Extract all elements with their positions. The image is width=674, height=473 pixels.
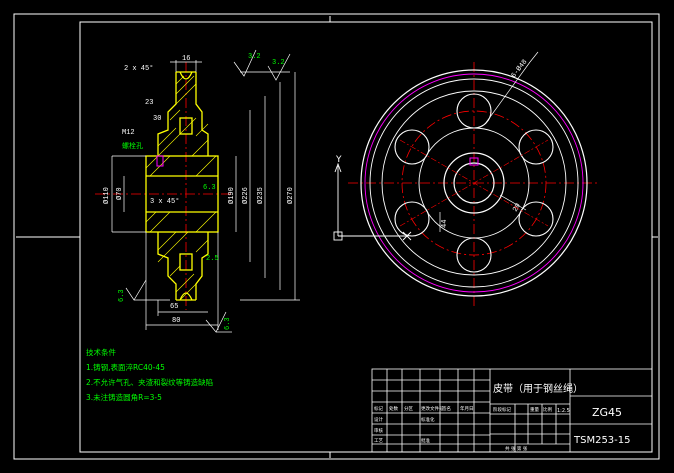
hole-1 (456, 93, 492, 129)
front-keyway (469, 157, 479, 166)
dim-d226: Ø226 (241, 187, 250, 204)
bore-circle (453, 162, 495, 204)
radial-centerlines (399, 139, 549, 227)
keyway-mark (156, 155, 164, 167)
dimension-lines (111, 49, 300, 333)
hole-6 (394, 129, 430, 165)
section-outline (145, 71, 219, 301)
section-hatching (145, 75, 217, 301)
tech-req-line1: 1.铸钢,表面淬RC40-45 (86, 362, 165, 372)
front-dimension-text: 6-Ø48 44 20 (441, 58, 529, 228)
dim-thread-note: 螺栓孔 (122, 141, 143, 151)
dim-d70: Ø70 (115, 187, 124, 200)
label-date: 年月日 (460, 405, 474, 412)
outer-rim-circle (360, 69, 588, 297)
dim-r6-3: 6.3 (203, 184, 216, 192)
label-zone: 分区 (404, 405, 413, 412)
label-ratio: 比例 (543, 406, 552, 413)
tech-req-line2: 2.不允许气孔、夹渣和裂纹等铸造缺陷 (86, 377, 213, 387)
tech-req-line3: 3.未注铸造圆角R=3-5 (86, 392, 162, 402)
label-doc: 更改文件号 (421, 405, 444, 412)
dim-m12: M12 (122, 129, 135, 137)
web-outer-circle (381, 90, 567, 276)
dim-d190: Ø190 (227, 187, 236, 204)
label-design: 设计 (374, 416, 383, 423)
groove-circle (364, 73, 584, 293)
dim-80: 80 (172, 317, 180, 325)
hole-5 (394, 201, 430, 237)
hole-pitch-circle (401, 110, 547, 256)
label-approve: 批准 (421, 437, 430, 444)
label-review: 审核 (374, 427, 383, 434)
hole-3 (518, 201, 554, 237)
hole-2 (518, 129, 554, 165)
hub-outer-circle (443, 152, 505, 214)
dim-d235: Ø235 (256, 187, 265, 204)
tech-requirements: 技术条件 1.铸钢,表面淬RC40-45 2.不允许气孔、夹渣和裂纹等铸造缺陷 … (86, 347, 213, 402)
label-standard: 标准化 (421, 416, 435, 423)
outer-border (13, 13, 660, 460)
dim-d110: Ø110 (102, 187, 111, 204)
rough-6-3: 6.3 (118, 289, 126, 302)
dim-chamfer-top: 2 x 45° (124, 64, 153, 73)
rough-3-2a: 3.2 (248, 53, 261, 61)
drawing-frame (13, 13, 660, 460)
axis-y-label: Y (335, 155, 342, 165)
hole-4 (456, 237, 492, 273)
lightening-holes (394, 93, 554, 273)
dim-30: 30 (153, 115, 161, 123)
scale-value: 1:2.5 (557, 408, 570, 414)
dim-65: 65 (170, 303, 178, 311)
section-view: 2 x 45° 16 30 23 M12 螺栓孔 3 x 45° 6.3 2.5… (95, 49, 300, 333)
label-sign: 标记 (374, 405, 383, 412)
part-name: 皮带（用于钢丝绳） (493, 382, 583, 395)
dim-r2-5: 2.5 (206, 255, 219, 263)
drawing-number: TSM253-15 (573, 435, 631, 446)
label-weight: 重量 (530, 406, 539, 413)
dim-20: 20 (512, 202, 523, 213)
dim-16: 16 (182, 55, 190, 63)
front-view: 6-Ø48 44 20 (348, 51, 600, 306)
hole-leader (439, 51, 539, 232)
label-stage: 阶段标记 (493, 406, 511, 413)
tech-req-title: 技术条件 (86, 347, 116, 357)
rough-6-3b: 6.3 (224, 317, 232, 330)
dim-chamfer-mid: 3 x 45° (150, 197, 179, 206)
label-signature: 签名 (442, 405, 451, 412)
dim-d270: Ø270 (286, 187, 295, 204)
title-block-text: 皮带（用于钢丝绳） ZG45 TSM253-15 1:2.5 标记 处数 分区 … (374, 382, 631, 452)
label-process: 工艺 (374, 438, 383, 444)
label-sheet: 共 张 第 张 (505, 445, 528, 452)
material: ZG45 (592, 406, 622, 419)
title-block (371, 368, 653, 453)
ucs-axis-icon (333, 162, 412, 241)
dimension-text: 2 x 45° 16 30 23 M12 螺栓孔 3 x 45° 6.3 2.5… (102, 53, 295, 330)
dim-23: 23 (145, 99, 153, 107)
rim-inner-circle (369, 78, 579, 288)
dim-44: 44 (441, 220, 449, 228)
label-count: 处数 (389, 405, 398, 412)
rough-3-2b: 3.2 (272, 59, 285, 67)
